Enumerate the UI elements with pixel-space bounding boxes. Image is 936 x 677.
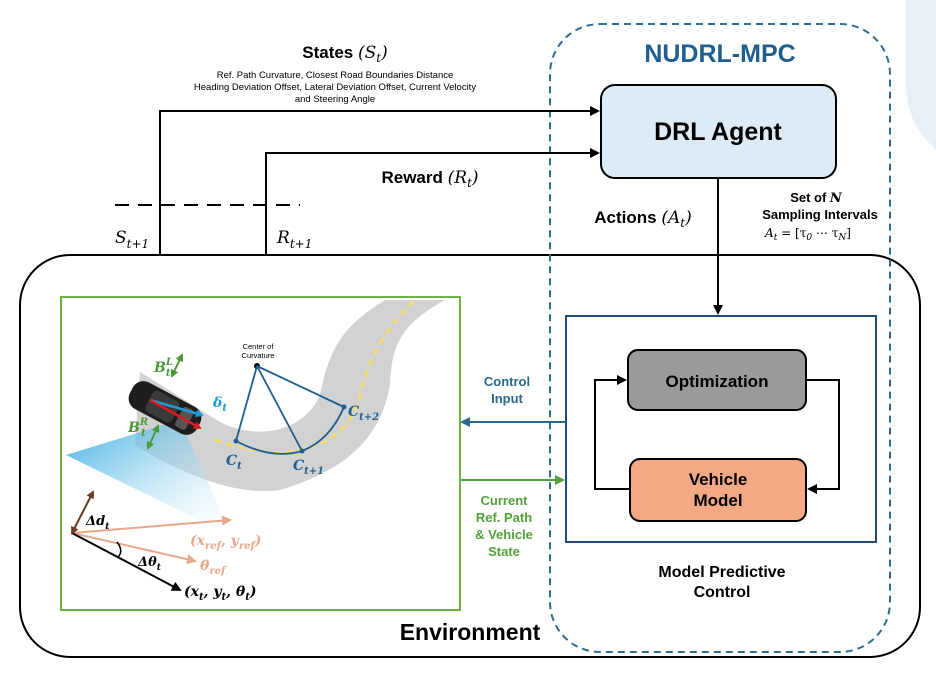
- environment-label: Environment: [400, 619, 541, 645]
- theta-ref-label: θref: [200, 558, 227, 577]
- radius-line-ct2: [256, 365, 345, 408]
- states-desc-1: Ref. Path Curvature, Closest Road Bounda…: [217, 70, 454, 81]
- vehicle-pose-arrow: [71, 532, 182, 591]
- nudrl-mpc-frame: [549, 23, 891, 653]
- model-to-optimization-arrow: [594, 375, 630, 490]
- center-label-1: Center of: [243, 342, 275, 351]
- mpc-caption-1: Model Predictive: [658, 564, 785, 581]
- ref-direction-arrow: [71, 515, 232, 534]
- ct-label: Ct: [226, 453, 242, 472]
- ct-point: [233, 438, 239, 444]
- current-ref-label-1: Current: [481, 493, 529, 508]
- vehicle-model-label-1: Vehicle: [689, 470, 748, 489]
- delta-theta-arc: [116, 541, 122, 558]
- reward-label: Reward (Rt): [381, 168, 478, 190]
- vehicle-model-box: [629, 458, 807, 522]
- ct2-label: Ct+2: [348, 404, 379, 423]
- r-next-label: Rt+1: [276, 228, 312, 251]
- states-arrow: [159, 106, 600, 255]
- road-centerline: [214, 299, 416, 454]
- nudrl-mpc-title: NUDRL-MPC: [644, 40, 795, 68]
- mpc-box: [565, 315, 877, 543]
- heading-arrow: [149, 398, 202, 430]
- delta-d-arrow: [71, 490, 94, 535]
- sampling-formula: At = [τ0 ⋯ τN]: [764, 226, 851, 243]
- current-ref-label-4: State: [488, 544, 520, 559]
- s-next-label: St+1: [115, 228, 149, 251]
- states-desc-3: and Steering Angle: [295, 94, 375, 105]
- actions-label: Actions (At): [594, 208, 691, 230]
- delta-d-label: Δdt: [85, 514, 110, 532]
- current-ref-label-3: & Vehicle: [475, 527, 533, 542]
- delta-theta-label: Δθt: [137, 555, 162, 573]
- environment-frame: [19, 254, 921, 658]
- delta-label: δt: [212, 395, 227, 414]
- current-ref-label-2: Ref. Path: [476, 510, 532, 525]
- b-left-arrow: [170, 353, 184, 378]
- control-input-label-1: Control: [484, 374, 530, 389]
- decorative-corner-shape: [905, 0, 936, 150]
- vehicle-model-label-2: Model: [693, 491, 742, 510]
- optimization-label: Optimization: [666, 372, 769, 391]
- states-label: States (St): [302, 43, 388, 65]
- theta-ref-arrow: [71, 532, 197, 565]
- sampling-line-1: Set of N: [790, 190, 843, 206]
- sampling-line-2: Sampling Intervals: [762, 207, 878, 222]
- optimization-to-model-arrow: [806, 379, 840, 494]
- ct1-point: [299, 448, 305, 454]
- delta-arrow: [149, 398, 204, 418]
- control-input-label-2: Input: [491, 391, 523, 406]
- vehicle-pose-label: (xt, yt, θt): [184, 584, 256, 603]
- states-desc-2: Heading Deviation Offset, Lateral Deviat…: [194, 82, 476, 93]
- ct2-point: [341, 404, 347, 410]
- ref-point-label: (xref, yref): [190, 533, 261, 552]
- mpc-caption-2: Control: [694, 584, 751, 601]
- reward-arrow: [265, 148, 600, 255]
- radius-line-ct: [235, 365, 258, 442]
- drl-agent-label: DRL Agent: [654, 118, 782, 146]
- radius-line-ct1: [256, 365, 303, 452]
- b-right-arrow: [146, 424, 160, 450]
- sensor-cone: [66, 420, 232, 536]
- ct1-label: Ct+1: [293, 458, 324, 477]
- center-label-2: Curvature: [242, 351, 275, 360]
- road: [135, 300, 445, 491]
